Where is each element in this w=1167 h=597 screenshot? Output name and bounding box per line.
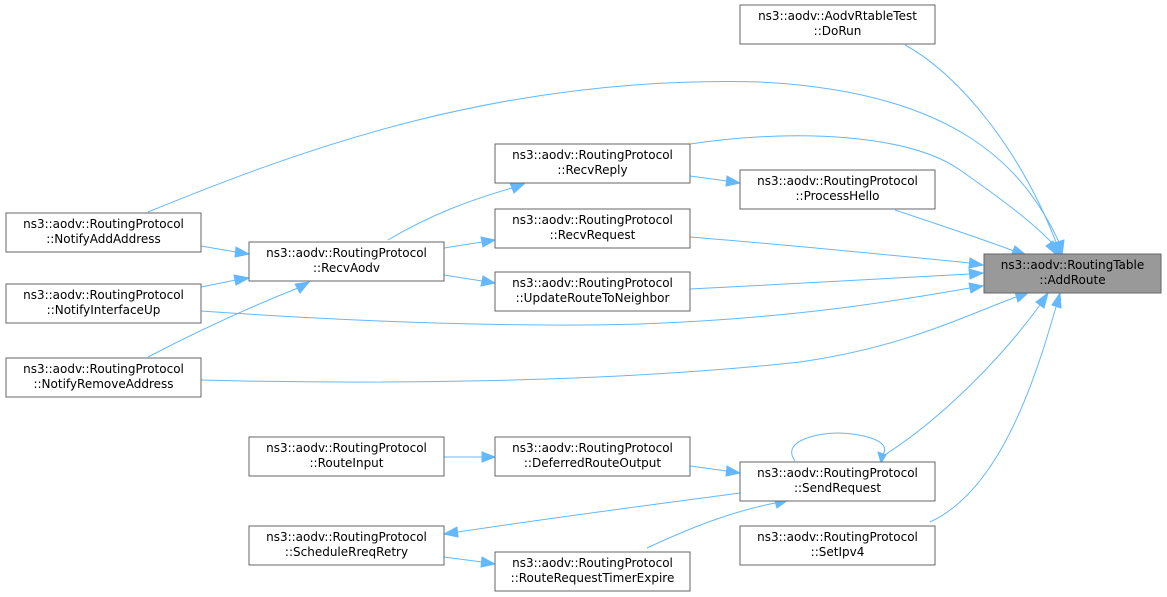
node-recvrequest[interactable]: ns3::aodv::RoutingProtocol ::RecvRequest: [494, 208, 691, 249]
node-line1: ns3::aodv::RoutingTable: [1001, 258, 1144, 272]
node-recvreply[interactable]: ns3::aodv::RoutingProtocol ::RecvReply: [494, 143, 691, 184]
node-line1: ns3::aodv::RoutingProtocol: [757, 174, 918, 188]
node-line2: ::NotifyInterfaceUp: [47, 303, 161, 317]
node-processhello[interactable]: ns3::aodv::RoutingProtocol ::ProcessHell…: [739, 169, 936, 210]
node-line1: ns3::aodv::RoutingProtocol: [512, 556, 673, 570]
edge-recvreply-to-processhello: [689, 175, 742, 187]
edge-notifyinterfaceup-to-addroute: [200, 282, 985, 326]
node-schedulereqretry[interactable]: ns3::aodv::RoutingProtocol ::ScheduleRre…: [248, 525, 445, 566]
node-line2: ::NotifyAddAddress: [46, 232, 161, 246]
node-notifyinterfaceup[interactable]: ns3::aodv::RoutingProtocol ::NotifyInter…: [5, 283, 202, 324]
node-notifyremoveaddress[interactable]: ns3::aodv::RoutingProtocol ::NotifyRemov…: [5, 357, 202, 398]
edge-dorun-to-addroute: [904, 44, 1062, 258]
edge-notifyremoveaddress-to-addroute: [200, 291, 1031, 383]
edge-sendrequest-self: [791, 432, 887, 465]
edge-sendrequest-to-schedulereqretry: [442, 492, 741, 538]
node-line1: ns3::aodv::RoutingProtocol: [512, 441, 673, 455]
node-line1: ns3::aodv::RoutingProtocol: [266, 530, 427, 544]
node-line1: ns3::aodv::RoutingProtocol: [512, 213, 673, 227]
edge-recvaodv-to-recvrequest: [443, 236, 497, 249]
edge-deferredrouteoutput-to-sendrequest: [689, 465, 742, 477]
node-aodvrtabletest-dorun[interactable]: ns3::aodv::AodvRtableTest ::DoRun: [739, 4, 936, 45]
node-line1: ns3::aodv::RoutingProtocol: [512, 148, 673, 162]
node-line2: ::ScheduleRreqRetry: [285, 545, 408, 559]
node-sendrequest[interactable]: ns3::aodv::RoutingProtocol ::SendRequest: [739, 461, 936, 502]
node-line2: ::ProcessHello: [795, 189, 879, 203]
node-line1: ns3::aodv::RoutingProtocol: [757, 530, 918, 544]
node-line1: ns3::aodv::RoutingProtocol: [757, 466, 918, 480]
edge-updateroutetoneighbor-to-addroute: [689, 268, 985, 290]
edge-processhello-to-addroute: [894, 209, 1028, 257]
node-line1: ns3::aodv::RoutingProtocol: [512, 276, 673, 290]
node-routeinput[interactable]: ns3::aodv::RoutingProtocol ::RouteInput: [248, 436, 445, 477]
node-line2: ::AddRoute: [1039, 273, 1105, 287]
node-line2: ::RecvRequest: [550, 228, 636, 242]
node-line2: ::RouteInput: [310, 456, 384, 470]
node-line2: ::NotifyRemoveAddress: [33, 377, 173, 391]
node-line2: ::RecvReply: [557, 163, 627, 177]
edge-recvreply-to-addroute: [689, 135, 1060, 258]
edge-recvaodv-to-updateroutetoneighbor: [443, 274, 497, 287]
node-routerequesttimerexpire[interactable]: ns3::aodv::RoutingProtocol ::RouteReques…: [494, 551, 691, 592]
edge-routeinput-to-deferredrouteoutput: [444, 451, 497, 463]
node-line2: ::RecvAodv: [313, 261, 380, 275]
node-setipv4[interactable]: ns3::aodv::RoutingProtocol ::SetIpv4: [739, 525, 936, 566]
node-line1: ns3::aodv::AodvRtableTest: [758, 9, 917, 23]
edge-schedulereqretry-to-routerequesttimerexpire: [443, 556, 497, 568]
node-deferredrouteoutput[interactable]: ns3::aodv::RoutingProtocol ::DeferredRou…: [494, 436, 691, 477]
node-line2: ::UpdateRouteToNeighbor: [516, 291, 670, 305]
node-line2: ::SendRequest: [794, 481, 881, 495]
node-notifyaddaddress[interactable]: ns3::aodv::RoutingProtocol ::NotifyAddAd…: [5, 212, 202, 253]
node-line1: ns3::aodv::RoutingProtocol: [23, 362, 184, 376]
edge-notifyremoveaddress-to-recvaodv: [147, 281, 311, 358]
node-line1: ns3::aodv::RoutingProtocol: [266, 441, 427, 455]
edge-notifyinterfaceup-to-recvaodv: [200, 274, 251, 288]
edge-notifyaddaddress-to-recvaodv: [200, 245, 251, 258]
node-line2: ::DeferredRouteOutput: [524, 456, 662, 470]
node-line2: ::DoRun: [814, 24, 862, 38]
node-updateroutetoneighbor[interactable]: ns3::aodv::RoutingProtocol ::UpdateRoute…: [494, 271, 691, 312]
node-routingtable-addroute[interactable]: ns3::aodv::RoutingTable ::AddRoute: [983, 253, 1162, 294]
edge-sendrequest-to-addroute: [882, 291, 1049, 457]
node-line1: ns3::aodv::RoutingProtocol: [23, 288, 184, 302]
edge-recvrequest-to-addroute: [689, 236, 985, 269]
node-line1: ns3::aodv::RoutingProtocol: [23, 217, 184, 231]
node-line2: ::RouteRequestTimerExpire: [511, 571, 675, 585]
node-line1: ns3::aodv::RoutingProtocol: [266, 246, 427, 260]
edge-notifyaddaddress-to-addroute: [147, 81, 1065, 258]
edge-setipv4-to-addroute: [929, 291, 1062, 523]
node-line2: ::SetIpv4: [811, 545, 865, 559]
node-recvaodv[interactable]: ns3::aodv::RoutingProtocol ::RecvAodv: [248, 241, 445, 282]
